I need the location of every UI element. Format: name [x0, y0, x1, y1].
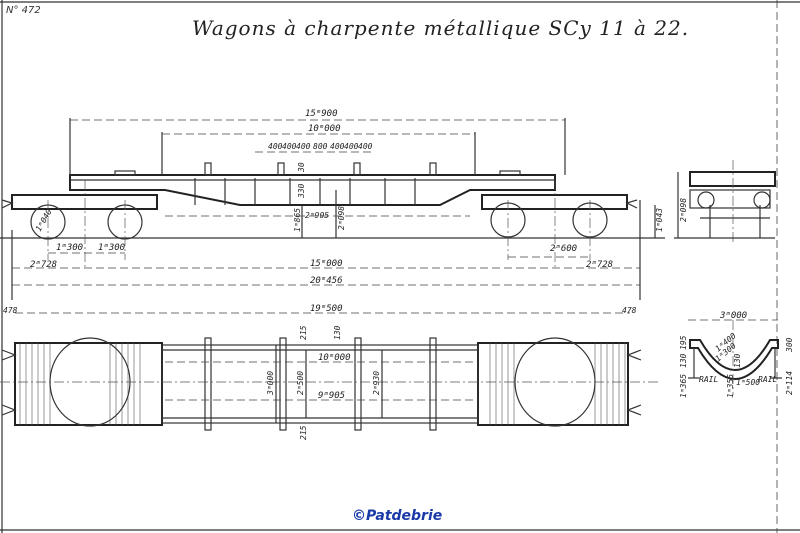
dim-bottom-215: 215: [299, 425, 308, 440]
dim-end-height: 2ᵐ098: [679, 198, 688, 222]
end-view: 2ᵐ098: [674, 160, 776, 245]
dim-130: 130: [679, 353, 688, 368]
dim-frame-length: 19ᵐ500: [310, 304, 343, 314]
copyright-credit: ©Patdebrie: [352, 508, 443, 524]
dim-span: 1ᵐ500: [736, 378, 760, 387]
dim-well-length: 10ᵐ000: [318, 353, 351, 363]
dim-top-130: 130: [333, 325, 342, 340]
drawing-number: N° 472: [6, 5, 41, 16]
rail-label-left: RAIL: [699, 375, 718, 384]
dim-1365: 1ᵐ365: [679, 374, 688, 398]
dim-overall-length: 20ᵐ456: [310, 276, 343, 286]
rail-label-right: RAIL: [758, 375, 777, 384]
dim-1865: 1ᵐ865: [293, 208, 302, 232]
dim-195: 195: [679, 335, 688, 350]
dim-section-width: 3ᵐ000: [719, 311, 747, 321]
right-bogie: [481, 180, 638, 270]
dim-bogie-centres: 15ᵐ000: [310, 259, 343, 269]
drawing-title: Wagons à charpente métallique SCy 11 à 2…: [192, 16, 689, 40]
dim-width-2500: 2ᵐ500: [296, 371, 305, 395]
svg-text:400: 400: [358, 142, 373, 151]
plan-view: 478 19ᵐ500 478 10ᵐ000 9ᵐ905 3ᵐ000 2ᵐ: [0, 304, 660, 440]
left-bogie: [1, 180, 158, 270]
dim-right-overhang: 2ᵐ728: [586, 260, 613, 270]
dim-2098: 2ᵐ098: [337, 206, 346, 230]
dim-buffer-height: 1ᵐ043: [655, 208, 664, 232]
dim-spacings: 400 400 400 800 400 400 400: [268, 142, 373, 151]
dim-buffer-right: 478: [622, 306, 637, 315]
dim-inner-length: 9ᵐ905: [318, 391, 345, 401]
dim-width-3000: 3ᵐ000: [266, 371, 275, 396]
dim-2905: 2ᵐ905: [305, 211, 329, 220]
dim-1355: 1ᵐ355: [726, 374, 735, 398]
dim-330: 330: [297, 183, 306, 199]
dim-overall-frame: 15ᵐ900: [305, 109, 338, 119]
frame-stanchions: [114, 162, 521, 205]
side-elevation: 15ᵐ900 10ᵐ000 400 400 400 800 400 400 40…: [0, 109, 665, 300]
svg-text:800: 800: [313, 142, 328, 151]
dim-left-axle-1: 1ᵐ300: [56, 243, 83, 253]
well-cradle: [689, 339, 779, 380]
dim-buffer-left: 478: [3, 306, 18, 315]
dim-width-2930: 2ᵐ930: [372, 371, 381, 395]
dim-right-wheelbase: 2ᵐ600: [550, 244, 577, 254]
dim-top-215: 215: [299, 325, 308, 340]
svg-text:400: 400: [330, 142, 345, 151]
dim-2114: 2ᵐ114: [785, 371, 794, 395]
dim-300: 300: [785, 337, 794, 353]
svg-text:400: 400: [296, 142, 311, 151]
dim-left-overhang: 2ᵐ728: [30, 260, 57, 270]
dim-30: 30: [297, 162, 306, 173]
svg-text:400: 400: [344, 142, 359, 151]
dim-left-axle-2: 1ᵐ300: [98, 243, 125, 253]
dim-centre-well: 10ᵐ000: [308, 124, 341, 134]
dim-depth-130: 130: [733, 353, 742, 368]
svg-text:400: 400: [282, 142, 297, 151]
svg-text:400: 400: [268, 142, 283, 151]
dim-wheel-dia: 1ᵐ040: [34, 207, 54, 233]
